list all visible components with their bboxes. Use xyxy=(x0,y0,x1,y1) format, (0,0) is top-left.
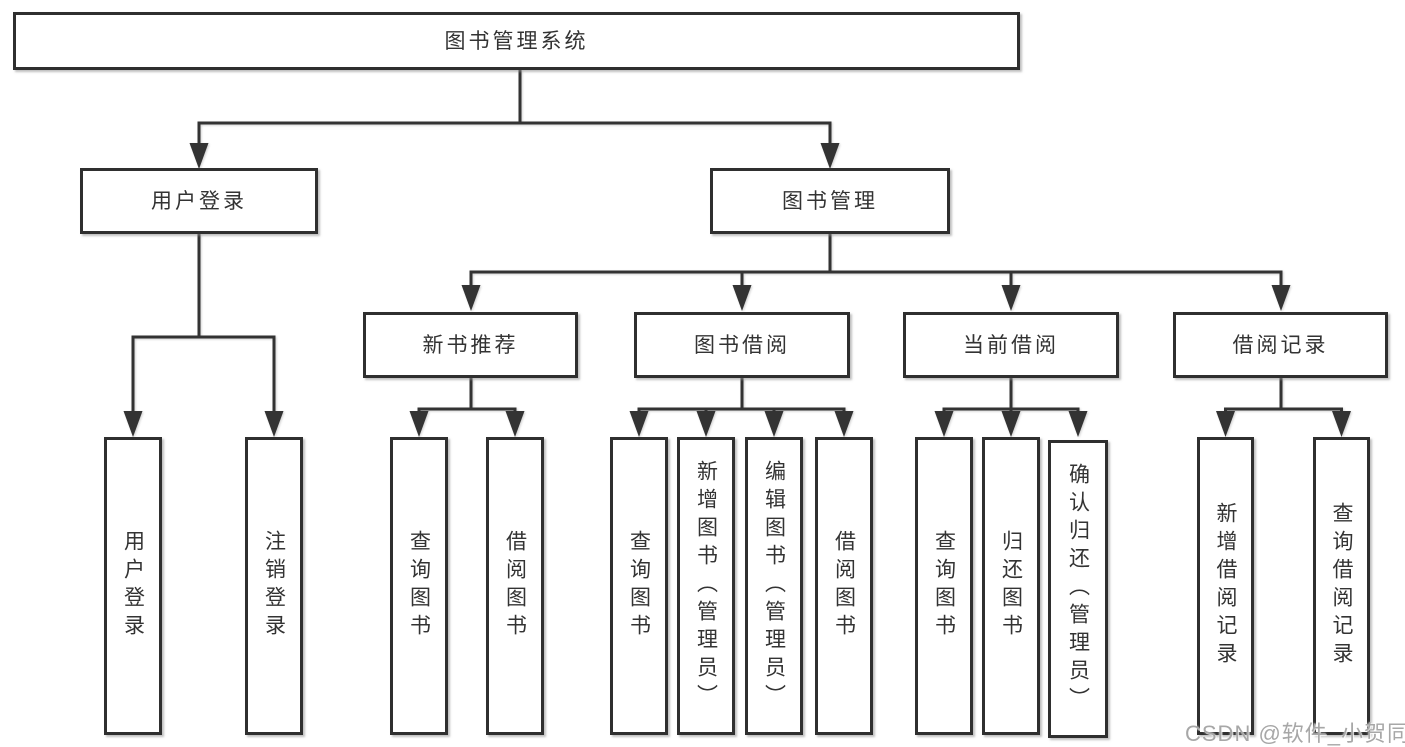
node-label: 新书推荐 xyxy=(422,333,519,357)
leaf-confirm-return-admin: 确认归还（管理员） xyxy=(1048,440,1108,738)
node-label: 查询图书 xyxy=(932,530,956,642)
csdn-watermark: CSDN @软件_小贺同学 xyxy=(1185,721,1405,746)
leaf-add-book-admin: 新增图书（管理员） xyxy=(677,437,735,735)
leaf-add-borrow-record: 新增借阅记录 xyxy=(1197,437,1254,735)
leaf-borrow-books-borrowing: 借阅图书 xyxy=(815,437,873,735)
node-label: 查询图书 xyxy=(407,530,431,642)
node-label: 编辑图书（管理员） xyxy=(762,460,786,712)
leaf-query-books-current: 查询图书 xyxy=(915,437,973,735)
leaf-return-books: 归还图书 xyxy=(982,437,1040,735)
node-label: 查询借阅记录 xyxy=(1330,502,1353,670)
node-label: 归还图书 xyxy=(999,530,1023,642)
node-label: 借阅图书 xyxy=(503,530,527,642)
node-label: 新增借阅记录 xyxy=(1214,502,1237,670)
node-label: 借阅图书 xyxy=(832,530,856,642)
node-label: 注销登录 xyxy=(262,530,286,642)
leaf-query-borrow-record: 查询借阅记录 xyxy=(1313,437,1370,735)
node-book-management: 图书管理 xyxy=(710,168,950,234)
node-user-login: 用户登录 xyxy=(80,168,318,234)
node-new-book-recommend: 新书推荐 xyxy=(363,312,578,378)
node-current-borrowing: 当前借阅 xyxy=(903,312,1119,378)
leaf-borrow-books-recommend: 借阅图书 xyxy=(486,437,544,735)
node-label: 借阅记录 xyxy=(1232,333,1329,357)
node-label: 图书借阅 xyxy=(694,333,790,357)
node-root: 图书管理系统 xyxy=(13,12,1020,70)
node-label: 图书管理系统 xyxy=(444,29,589,53)
leaf-query-books-borrowing: 查询图书 xyxy=(610,437,668,735)
node-label: 图书管理 xyxy=(782,189,878,213)
node-label: 当前借阅 xyxy=(963,333,1059,357)
node-label: 新增图书（管理员） xyxy=(694,460,718,712)
node-book-borrowing: 图书借阅 xyxy=(634,312,850,378)
leaf-edit-book-admin: 编辑图书（管理员） xyxy=(745,437,803,735)
leaf-user-login: 用户登录 xyxy=(104,437,162,735)
node-label: 用户登录 xyxy=(121,530,145,642)
node-borrowing-records: 借阅记录 xyxy=(1173,312,1388,378)
node-label: 确认归还（管理员） xyxy=(1066,463,1090,715)
leaf-logout: 注销登录 xyxy=(245,437,303,735)
node-label: 查询图书 xyxy=(627,530,651,642)
node-label: 用户登录 xyxy=(151,189,247,213)
leaf-query-books-recommend: 查询图书 xyxy=(390,437,448,735)
